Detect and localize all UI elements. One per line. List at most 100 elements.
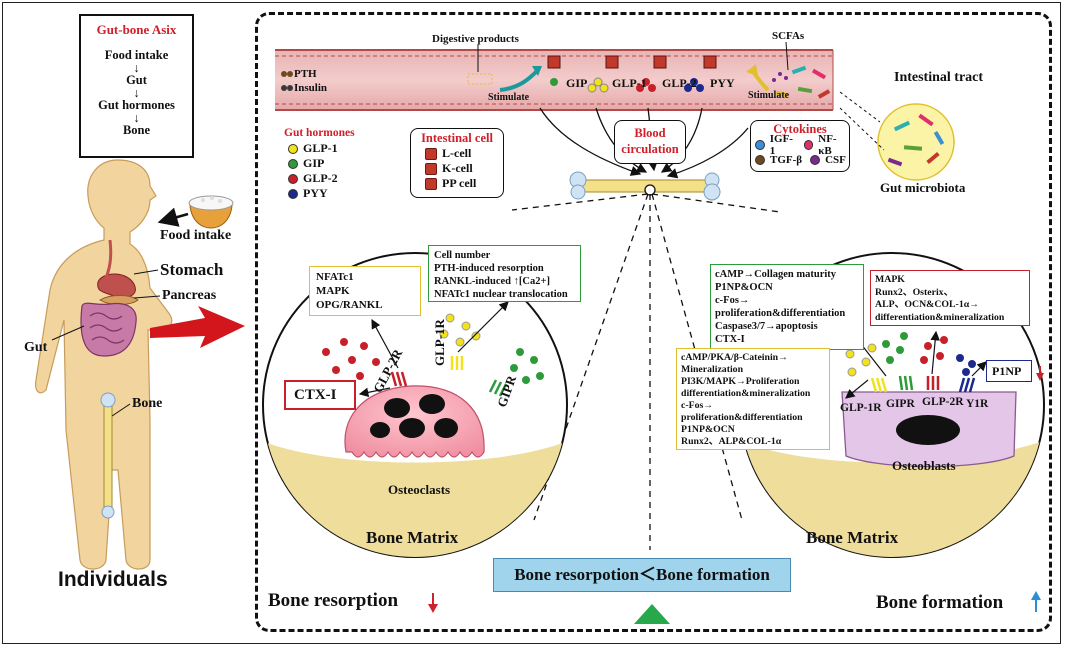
rankl-line: RANKL-induced ↑[Ca2+] <box>434 276 550 287</box>
cytokine-nfkb: NF-κB <box>803 133 849 157</box>
p1np-ocn-line: P1NP&OCN <box>715 282 773 293</box>
camp-pka-line: cAMP/PKA/β-Cateinin→ <box>681 352 788 363</box>
osteoclast-cell <box>344 385 485 458</box>
bone-matrix-right-label: Bone Matrix <box>806 528 899 547</box>
cytokines-title: Cytokines <box>773 122 827 136</box>
cell-item-k: K-cell <box>425 161 503 176</box>
food-intake-label: Food intake <box>160 228 232 243</box>
cfos-line-2: c-Fos→ <box>681 400 714 411</box>
legend-item-glp2: GLP-2 <box>288 171 366 186</box>
scfas-leader <box>785 41 789 71</box>
mapk-line: MAPK <box>316 285 350 297</box>
axis-step-food: Food intake <box>104 48 169 62</box>
bone-resorption-label: Bone resorption <box>268 590 399 611</box>
p1np-label: P1NP <box>992 364 1022 378</box>
pancreas-leader <box>133 295 161 299</box>
axis-step-bone: Bone <box>122 123 151 137</box>
k-cell-icon <box>425 162 437 175</box>
gut-label: Gut <box>24 340 48 355</box>
stomach-leader <box>133 269 159 275</box>
opg-rankl-line: OPG/RANKL <box>316 299 383 311</box>
food-arrow <box>157 207 189 227</box>
individuals-label: Individuals <box>58 568 168 591</box>
stimulate-left-label: Stimulate <box>488 92 530 103</box>
legend-item-pyy: PYY <box>288 186 366 201</box>
cell-number-line: Cell number <box>434 250 491 261</box>
p1np-ocn-line-2: P1NP&OCN <box>681 424 735 435</box>
cell-item-pp: PP cell <box>425 176 503 191</box>
gut-leader <box>51 325 85 341</box>
alp-line: ALP、OCN&COL-1α→ <box>875 299 979 310</box>
gut-bone-axis-title: Gut-bone Asix <box>96 22 177 37</box>
digestive-products-icon <box>467 73 493 85</box>
ob-glp2r-label: GLP-2R <box>922 396 964 408</box>
pth-label: PTH <box>294 68 317 80</box>
red-dot-icon <box>288 173 298 184</box>
balance-banner: Bone resorpotion＜Bone formation <box>493 558 791 592</box>
axis-arrow-down-icon: ↓ <box>133 61 140 75</box>
intestinal-tract-label: Intestinal tract <box>894 70 984 85</box>
intestinal-cell-box: Intestinal cell L-cell K-cell PP cell <box>410 128 504 198</box>
osteoblast-receptors <box>870 375 976 393</box>
runx2-line: Runx2、Osterix、 <box>875 286 954 298</box>
osteoblast-cell <box>841 391 1017 468</box>
tube-glp2-label: GLP-2 <box>662 76 697 90</box>
osteoclast-receptors <box>390 356 508 397</box>
axis-arrow-down-icon: ↓ <box>133 86 140 100</box>
caspase-line: Caspase3/7→apoptosis <box>715 321 818 332</box>
digestive-products-label: Digestive products <box>432 33 519 45</box>
big-red-arrow-icon <box>150 306 245 348</box>
purple-dot-icon <box>810 154 821 165</box>
tube-pyy-label: PYY <box>710 76 735 90</box>
intestine-organ <box>80 302 137 357</box>
esophagus <box>102 239 113 283</box>
human-silhouette <box>35 159 173 570</box>
blue-dot-icon <box>288 188 298 199</box>
gut-hormones-title: Gut hormones <box>284 127 355 139</box>
ctx-box: CTX-I <box>284 380 356 410</box>
osteoclast-nfatc1-box: NFATc1 MAPK OPG/RANKL <box>309 266 421 316</box>
femur-bone <box>100 392 116 519</box>
tube-hormone-dots <box>550 77 704 93</box>
stimulate-right-label: Stimulate <box>748 90 790 101</box>
legend-item-gip: GIP <box>288 156 366 171</box>
microbiota-dashed-link-2 <box>839 107 885 151</box>
pi3k-line: PI3K/MAPK→Proliferation <box>681 376 800 387</box>
gut-hormones-legend: Gut hormones GLP-1 GIP GLP-2 PYY <box>278 126 366 210</box>
microbiota-dashed-link <box>839 91 881 123</box>
osteoclasts-label: Osteoclasts <box>388 482 451 497</box>
osteoclast-arrows <box>358 301 509 398</box>
top-bone-icon <box>569 171 721 201</box>
ob-gipr-label: GIPR <box>886 398 915 410</box>
osteoclast-cell-box: Cell number PTH-induced resorption RANKL… <box>428 245 581 302</box>
axis-step-hormones: Gut hormones <box>98 98 175 112</box>
cytokine-igf1: IGF-1 <box>755 133 798 157</box>
gut-microbiota-circle <box>877 103 955 181</box>
insulin-label: Insulin <box>294 82 328 94</box>
tube-glp1-label: GLP-1 <box>612 76 647 90</box>
green-dot-icon <box>288 158 298 169</box>
intestinal-cell-title: Intestinal cell <box>421 131 493 145</box>
ctx-label: CTX-I <box>294 387 337 403</box>
diff-min-line: differentiation&mineralization <box>875 311 1005 323</box>
bone-leader <box>111 403 131 417</box>
prolif-diff-line: proliferation&differentiation <box>715 308 846 319</box>
pink-dot-icon <box>803 139 814 150</box>
blue-dot-icon <box>755 139 765 150</box>
osteoblast-ligand-dots <box>845 332 976 377</box>
tube-gip-label: GIP <box>566 76 588 90</box>
osteoblast-red-box: MAPK Runx2、Osterix、 ALP、OCN&COL-1α→ diff… <box>870 270 1030 326</box>
ob-y1r-label: Y1R <box>966 398 989 410</box>
intestinal-cells-row <box>547 55 717 69</box>
runx2-alp-line: Runx2、ALP&COL-1α <box>681 436 782 447</box>
brown-dot-icon <box>755 154 765 165</box>
nfatc1-line: NFATc1 <box>316 271 354 283</box>
nfatc1-translocation-line: NFATc1 nuclear translocation <box>434 289 568 300</box>
stomach-organ <box>97 273 136 298</box>
axis-step-gut: Gut <box>126 73 147 87</box>
diff-min-line-2: differentiation&mineralization <box>681 388 811 399</box>
dashed-overview-border <box>255 12 1052 632</box>
osteoblast-green-box: cAMP→Collagen maturity P1NP&OCN c-Fos→ p… <box>710 264 864 350</box>
axis-arrow-down-icon: ↓ <box>133 111 140 125</box>
